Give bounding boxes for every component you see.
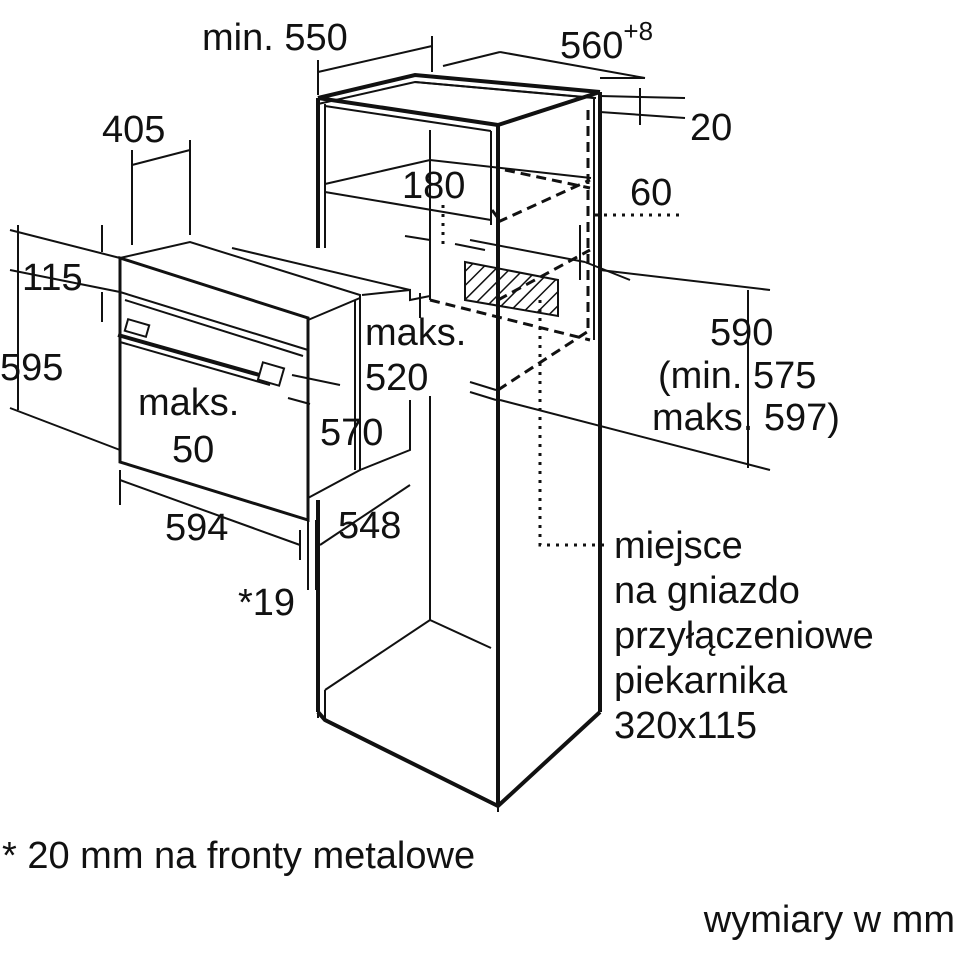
socket-note-line-1: miejsce bbox=[614, 525, 743, 567]
dim-560: 560+8 bbox=[560, 16, 653, 67]
dim-19: *19 bbox=[238, 582, 295, 624]
socket-note-line-2: na gniazdo bbox=[614, 570, 800, 612]
oven bbox=[117, 240, 431, 523]
socket-note: miejsce na gniazdo przyłączeniowe piekar… bbox=[614, 525, 874, 747]
dim-60: 60 bbox=[630, 172, 672, 214]
dim-maks-50-a: maks. bbox=[138, 382, 239, 424]
footnote: * 20 mm na fronty metalowe bbox=[2, 835, 475, 877]
cabinet bbox=[316, 72, 602, 812]
dim-180: 180 bbox=[402, 165, 465, 207]
dimension-labels: min. 550 560+8 20 405 180 60 115 595 mak… bbox=[0, 16, 840, 624]
dim-20: 20 bbox=[690, 107, 732, 149]
dim-maks-520-a: maks. bbox=[365, 312, 466, 354]
dim-570: 570 bbox=[320, 412, 383, 454]
dimension-lines bbox=[9, 36, 771, 590]
dim-min-550: min. 550 bbox=[202, 17, 348, 59]
dim-maks-50-b: 50 bbox=[172, 429, 214, 471]
dim-405: 405 bbox=[102, 109, 165, 151]
units-note: wymiary w mm bbox=[703, 899, 955, 941]
dim-594: 594 bbox=[165, 507, 228, 549]
dim-590-max: maks. 597) bbox=[652, 397, 840, 439]
socket-note-line-4: piekarnika bbox=[614, 660, 788, 702]
dim-560-tolerance: +8 bbox=[623, 16, 653, 46]
dim-590-min: (min. 575 bbox=[658, 355, 816, 397]
dim-115: 115 bbox=[22, 257, 83, 299]
socket-note-line-3: przyłączeniowe bbox=[614, 615, 874, 657]
dim-548: 548 bbox=[338, 505, 401, 547]
dim-590: 590 bbox=[710, 312, 773, 354]
dim-maks-520-b: 520 bbox=[365, 357, 428, 399]
dim-595: 595 bbox=[0, 347, 63, 389]
socket-note-line-5: 320x115 bbox=[614, 705, 757, 747]
